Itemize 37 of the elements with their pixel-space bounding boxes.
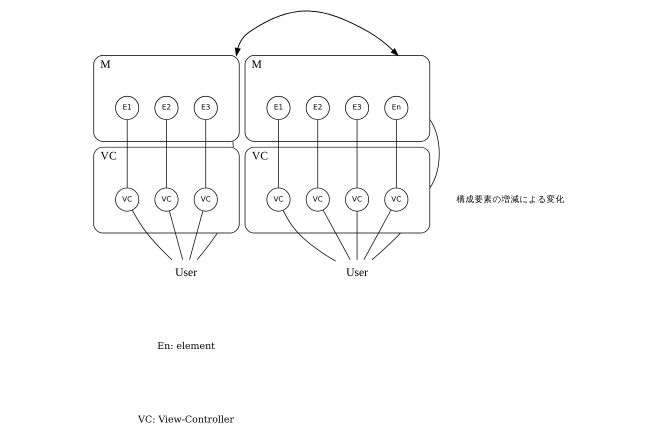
node-circle: VC [115, 188, 140, 212]
connector [396, 119, 397, 188]
connector [189, 210, 204, 260]
node-circle: VC [266, 188, 290, 212]
node-circle: E3 [345, 96, 370, 120]
connector [356, 119, 358, 188]
node-circle: E3 [194, 96, 218, 120]
node-circle: En [384, 96, 408, 120]
node-circle: E2 [154, 96, 178, 120]
connector [126, 119, 128, 188]
node-circle: E2 [306, 96, 330, 120]
connector [372, 232, 401, 260]
connector [363, 210, 392, 260]
connector [232, 141, 234, 148]
node-circle: VC [384, 188, 408, 212]
connector [196, 232, 218, 260]
node-circle: VC [154, 188, 178, 212]
connector [278, 119, 279, 188]
connector [282, 210, 336, 262]
connector [166, 119, 167, 188]
label: VC: View-Controller [138, 414, 234, 426]
node-circle: E1 [266, 96, 290, 120]
connector [429, 119, 440, 188]
node-circle: VC [194, 188, 218, 212]
connector [205, 119, 206, 188]
label: 構成要素の増減による変化 [456, 194, 565, 204]
connector [322, 210, 351, 260]
node-text: User [346, 266, 368, 279]
node-text: User [175, 266, 198, 279]
connector [132, 210, 172, 260]
node-circle: VC [345, 188, 370, 212]
label: En: element [157, 340, 215, 352]
connector [169, 210, 184, 260]
node-circle: E1 [115, 96, 140, 120]
node-circle: VC [306, 188, 330, 212]
connector [317, 119, 318, 188]
connector [356, 210, 358, 260]
